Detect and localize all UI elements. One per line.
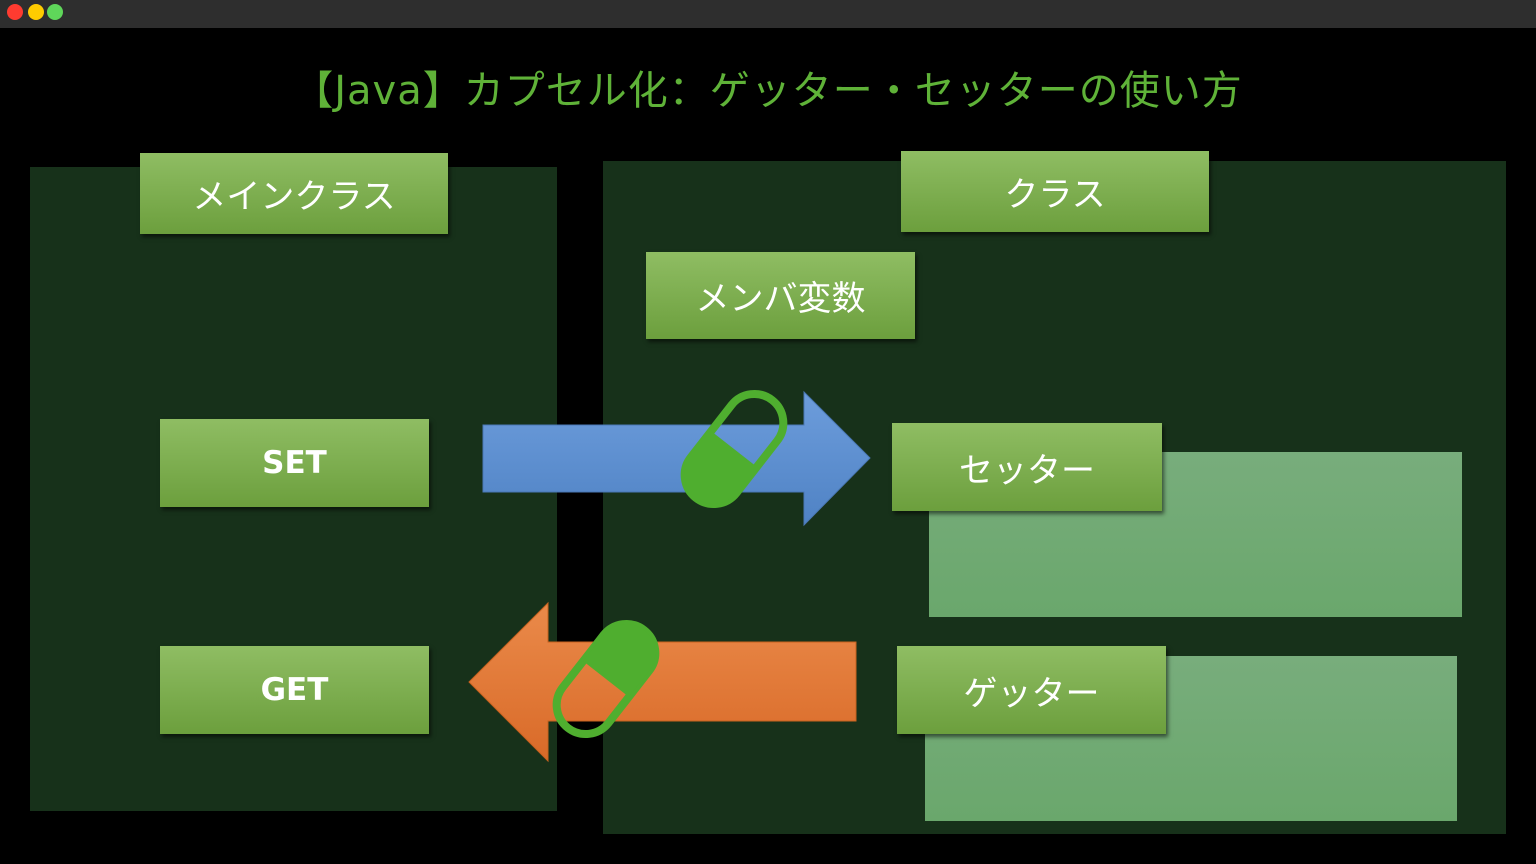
get-arrow-icon xyxy=(468,601,857,763)
maximize-window-icon[interactable] xyxy=(47,4,63,20)
close-window-icon[interactable] xyxy=(7,4,23,20)
capsule-icon xyxy=(552,619,660,739)
minimize-window-icon[interactable] xyxy=(28,4,44,20)
capsule-icon xyxy=(680,389,788,509)
class-label: クラス xyxy=(901,151,1209,232)
member-variable-label: メンバ変数 xyxy=(646,252,915,339)
slide-title: 【Java】カプセル化：ゲッター・セッターの使い方 xyxy=(293,68,1243,114)
setter-label: セッター xyxy=(892,423,1162,511)
main-class-label: メインクラス xyxy=(140,153,448,234)
getter-label: ゲッター xyxy=(897,646,1166,734)
set-label: SET xyxy=(160,419,429,507)
set-arrow-icon xyxy=(482,390,871,527)
get-label: GET xyxy=(160,646,429,734)
window-titlebar xyxy=(0,0,1536,28)
